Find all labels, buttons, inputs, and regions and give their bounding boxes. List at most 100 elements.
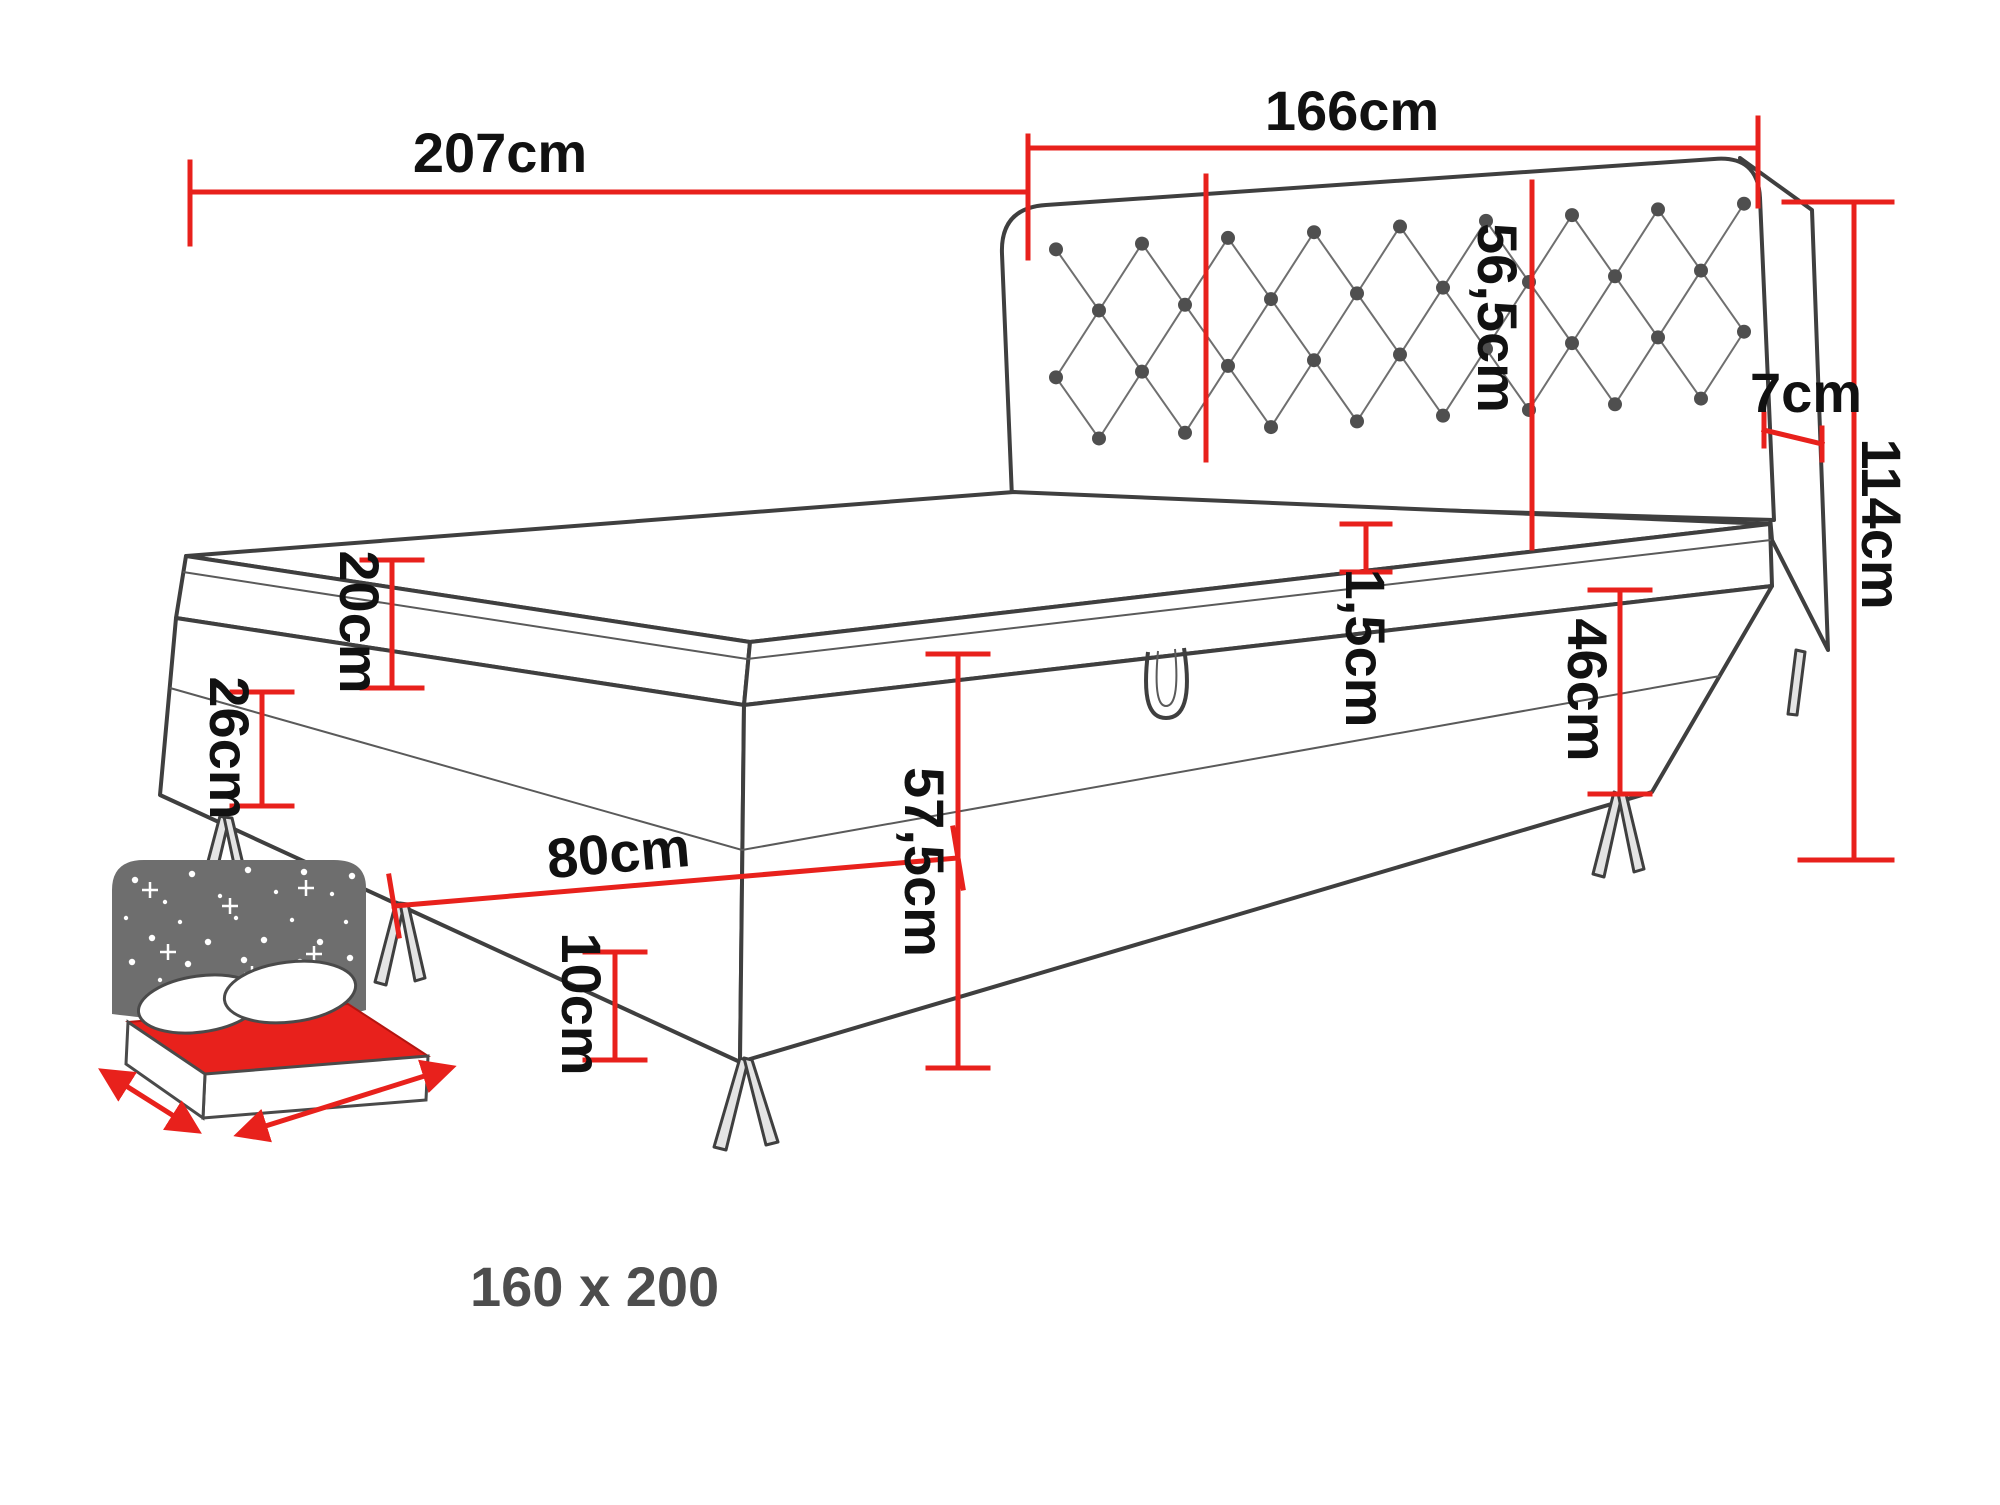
- star-dot: [329, 891, 335, 897]
- tufting-line: [1270, 298, 1315, 361]
- tufting-line: [1528, 214, 1573, 283]
- star-dot: [244, 866, 252, 874]
- tufting-line: [1270, 231, 1315, 300]
- icon-width-arrow: [98, 1068, 202, 1134]
- tufting-line: [1485, 220, 1530, 283]
- storage-handle: [1144, 647, 1189, 721]
- tufting-line: [1356, 353, 1401, 422]
- tufting-line: [1442, 348, 1487, 417]
- tufting-line: [1141, 371, 1186, 434]
- dim-leg-height: 10cm: [550, 932, 648, 1076]
- tufting-button: [1049, 370, 1063, 385]
- headboard-tufting: [1049, 196, 1751, 446]
- tufting-line: [1227, 298, 1272, 367]
- star-sparkle: [160, 944, 176, 960]
- tufting-line: [1399, 225, 1444, 289]
- leg-foot-mid: [373, 900, 406, 987]
- tufting-line: [1313, 231, 1358, 294]
- tufting-button: [1307, 225, 1321, 240]
- storage-handle-inner: [1155, 648, 1178, 708]
- tufting-button: [1436, 408, 1450, 423]
- icon-size-label: 160 x 200: [470, 1255, 719, 1318]
- dim-line: [1760, 426, 1826, 448]
- tufting-button: [1393, 219, 1407, 234]
- tufting-line: [1657, 208, 1702, 272]
- tufting-line: [1485, 348, 1530, 411]
- tufting-button: [1350, 286, 1364, 301]
- icon-pillow-right: [222, 959, 358, 1025]
- star-dot: [343, 919, 349, 925]
- star-sparkle: [298, 880, 314, 896]
- tufting-line: [1700, 203, 1745, 272]
- tufting-line: [1528, 342, 1573, 411]
- star-dot: [289, 917, 295, 923]
- dim-label-mattress-height: 20cm: [328, 550, 391, 693]
- star-dot: [300, 868, 308, 876]
- tufting-line: [1098, 243, 1143, 312]
- star-dot: [184, 960, 192, 968]
- tufting-button: [1178, 297, 1192, 312]
- tufting-line: [1313, 359, 1358, 422]
- tufting-line: [1399, 353, 1444, 417]
- star-dot: [157, 977, 163, 983]
- tufting-button: [1565, 336, 1579, 351]
- tufting-button: [1737, 196, 1751, 211]
- star-dot: [204, 938, 212, 946]
- star-sparkle: [306, 946, 322, 962]
- dim-total-height: 114cm: [1781, 199, 1913, 863]
- tufting-button: [1694, 391, 1708, 406]
- tufting-button: [1307, 353, 1321, 368]
- base-seam: [169, 675, 1721, 852]
- dim-label-top-edge: 1,5cm: [1334, 569, 1397, 728]
- leg-near-corner-b: [742, 1056, 780, 1147]
- tufting-line: [1442, 220, 1487, 289]
- dim-outer-width: 166cm: [1025, 79, 1761, 209]
- tufting-button: [1264, 420, 1278, 435]
- tufting-line: [1098, 371, 1143, 440]
- tufting-line: [1442, 287, 1487, 350]
- tufting-line: [1399, 287, 1444, 356]
- dim-label-headboard-height: 56,5cm: [1466, 223, 1529, 413]
- star-dot: [217, 893, 223, 899]
- icon-pillows: [136, 959, 358, 1035]
- dim-frame-height: 46cm: [1556, 587, 1653, 797]
- dim-outer-length: 207cm: [187, 121, 1031, 261]
- star-dot: [188, 870, 196, 878]
- tufting-button: [1651, 330, 1665, 345]
- leg-near-corner: [712, 1056, 750, 1152]
- dim-label-leg-height: 10cm: [550, 932, 613, 1075]
- mattress-piping: [182, 539, 1772, 660]
- dim-label-outer-length: 207cm: [413, 121, 587, 184]
- star-dot: [233, 915, 239, 921]
- tufting-line: [1614, 275, 1659, 339]
- dimensions: 207cm 166cm 114cm 56,5cm 7cm: [187, 79, 1913, 1076]
- dim-storage-opening: 80cm: [386, 815, 966, 939]
- leg-head-right-b: [1616, 791, 1646, 874]
- dim-tick: [386, 873, 402, 939]
- dim-label-storage-opening: 80cm: [544, 815, 692, 890]
- dim-headboard-thickness: 7cm: [1750, 361, 1862, 463]
- tufting-line: [1614, 208, 1659, 277]
- tufting-button: [1608, 397, 1622, 412]
- dim-headboard-height: 56,5cm: [1203, 173, 1535, 551]
- tufting-button: [1479, 341, 1493, 356]
- tufting-button: [1694, 263, 1708, 278]
- dim-label-total-height: 114cm: [1850, 438, 1913, 609]
- icon-length-arrow: [233, 1059, 457, 1143]
- tufting-button: [1350, 414, 1364, 429]
- star-dot: [240, 956, 248, 964]
- tufting-button: [1135, 364, 1149, 379]
- tufting-line: [1055, 309, 1100, 378]
- star-dot: [123, 915, 129, 921]
- star-dot: [260, 936, 268, 944]
- tufting-line: [1571, 275, 1616, 344]
- tufting-button: [1737, 324, 1751, 339]
- tufting-line: [1141, 304, 1186, 373]
- tufting-button: [1479, 213, 1493, 228]
- star-dot: [177, 919, 183, 925]
- star-dot: [348, 872, 356, 880]
- star-dot: [162, 899, 168, 905]
- tufting-line: [1657, 270, 1702, 338]
- tufting-line: [1055, 248, 1100, 312]
